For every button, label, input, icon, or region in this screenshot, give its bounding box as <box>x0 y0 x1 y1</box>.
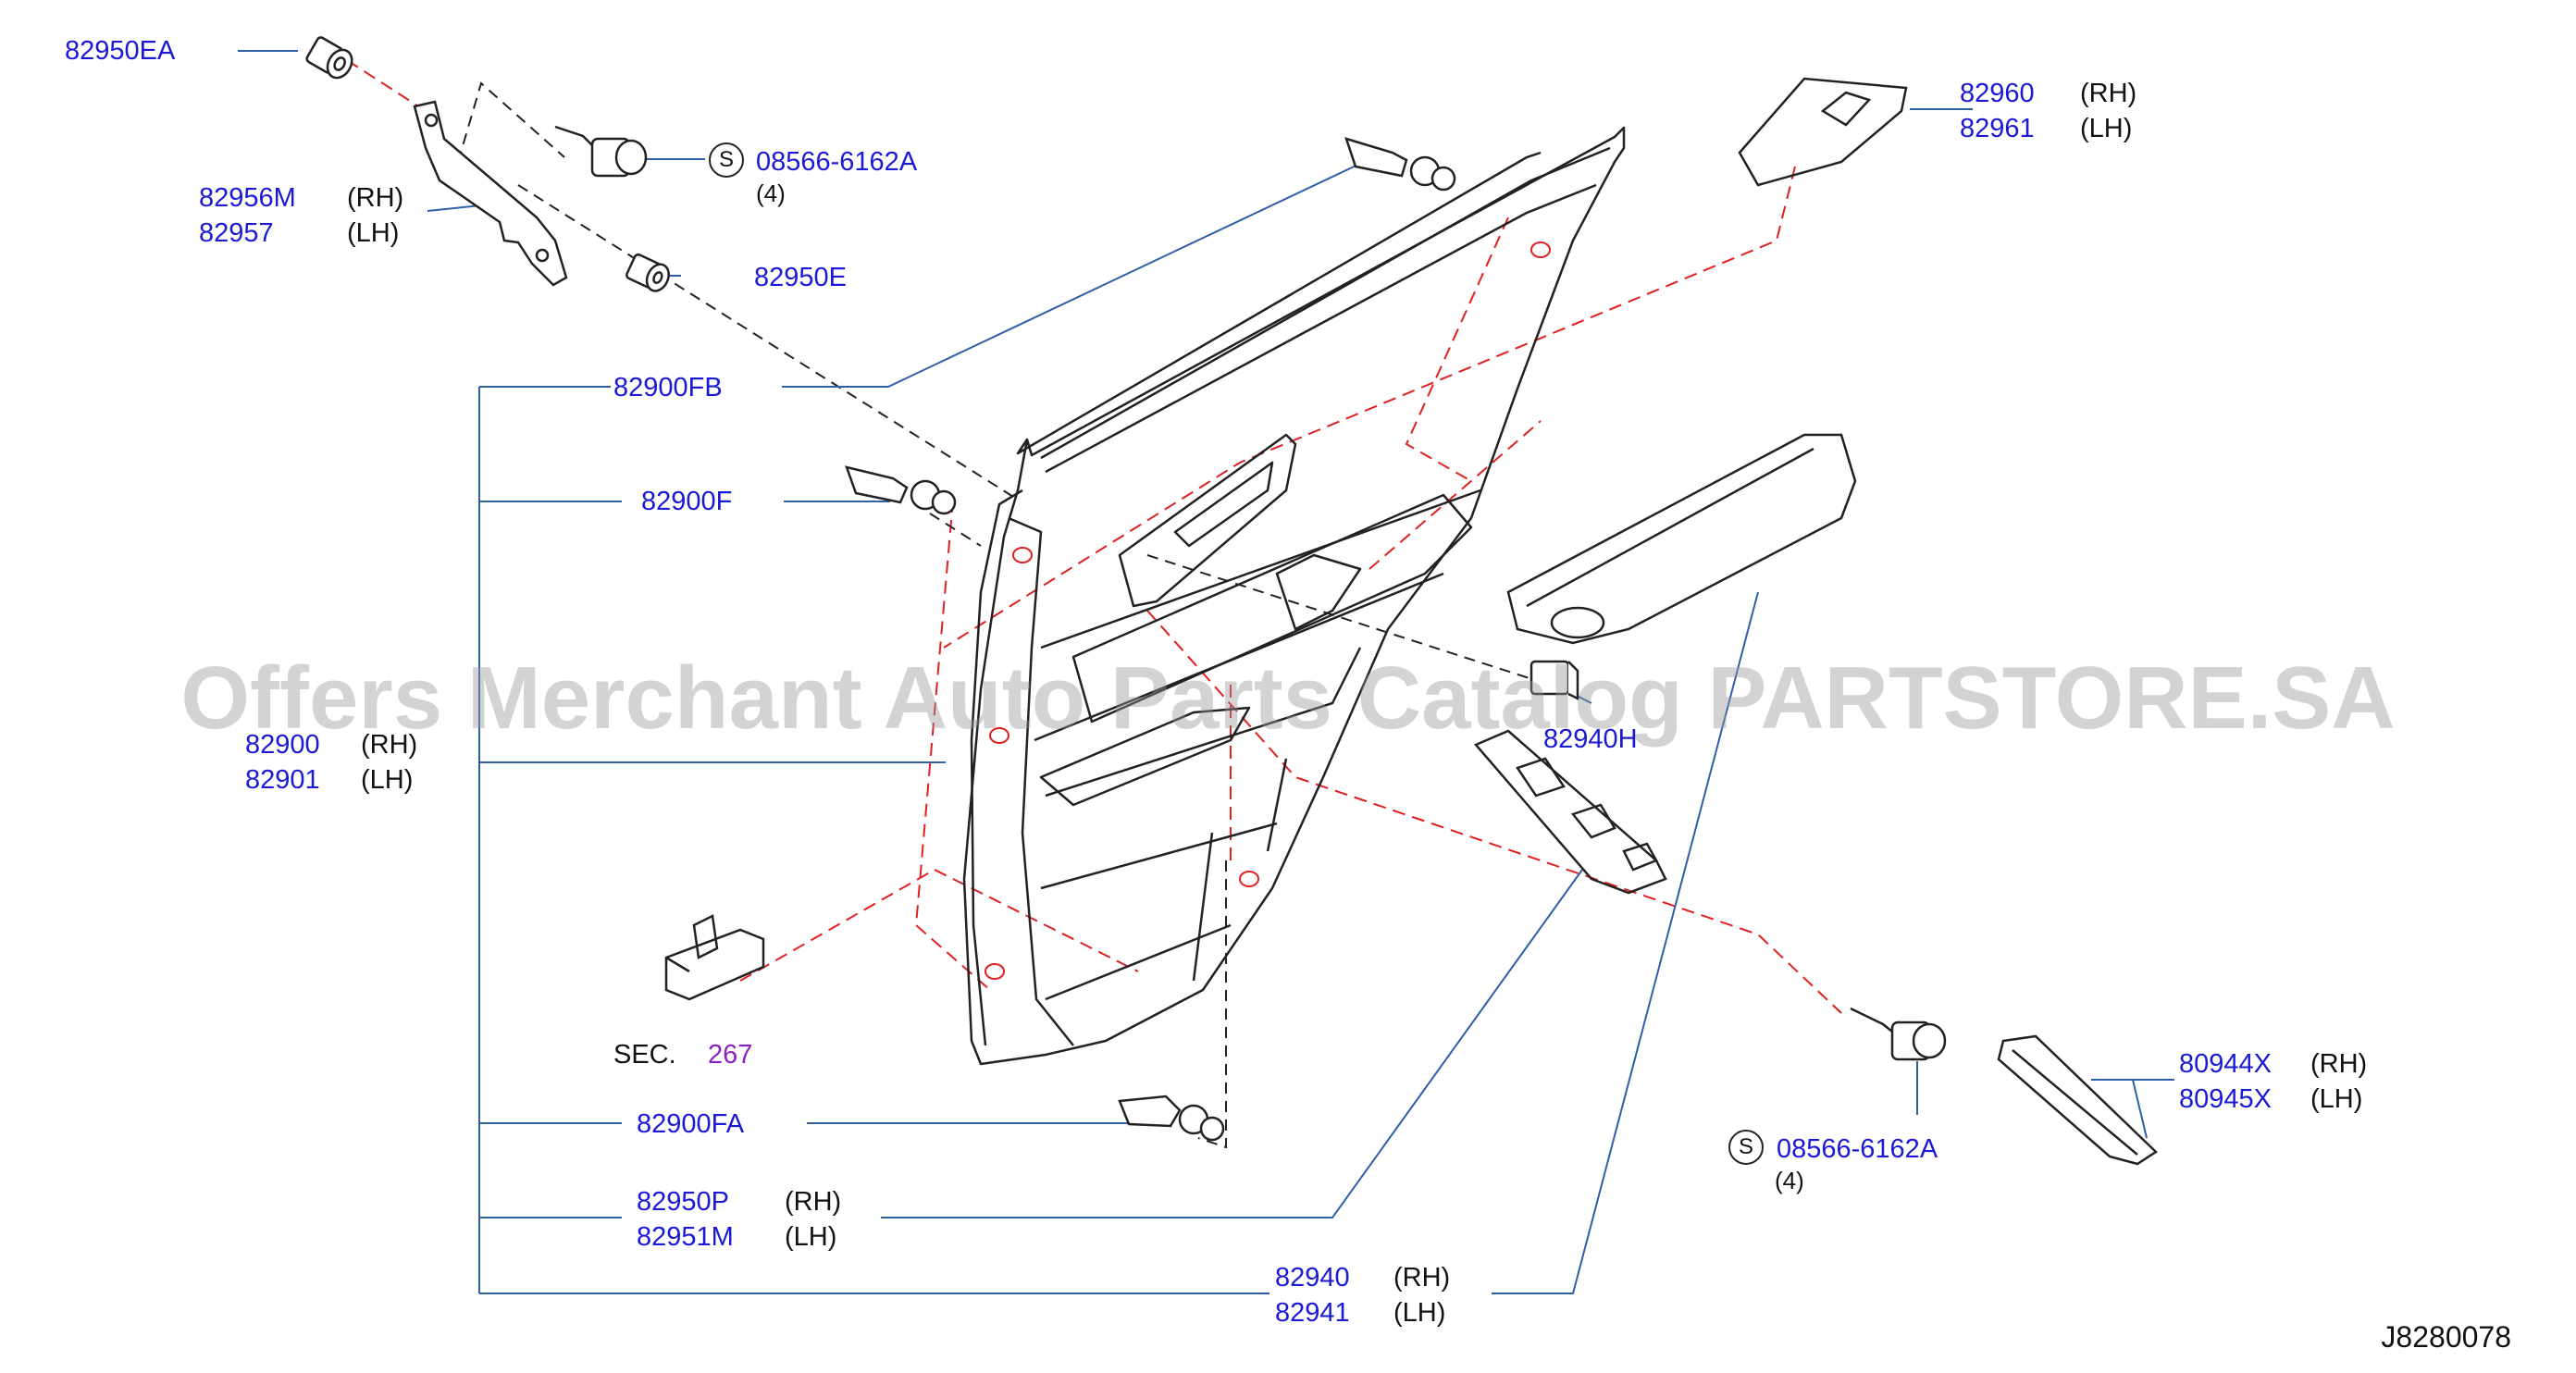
callout-82940[interactable]: 82940 <box>1275 1263 1350 1293</box>
clip-82950EA <box>305 36 353 80</box>
side-rh: (RH) <box>2310 1049 2368 1079</box>
side-lh: (LH) <box>2310 1084 2363 1114</box>
callout-08566-6162A-top[interactable]: 08566-6162A <box>756 147 918 177</box>
switch-82960 <box>1738 77 1908 187</box>
door-trim-panel <box>962 126 1626 1066</box>
callout-82956M[interactable]: 82956M <box>199 183 296 213</box>
callout-80945X[interactable]: 80945X <box>2179 1084 2272 1114</box>
bracket-82956M <box>413 100 568 287</box>
callout-82961[interactable]: 82961 <box>1960 114 2035 143</box>
callout-82957[interactable]: 82957 <box>199 218 274 248</box>
callout-82941[interactable]: 82941 <box>1275 1298 1350 1328</box>
side-lh: (LH) <box>785 1222 837 1252</box>
side-lh: (LH) <box>347 218 400 248</box>
side-lh: (LH) <box>1393 1298 1446 1328</box>
section-ref-267[interactable]: 267 <box>708 1040 753 1070</box>
diagram-code: J8280078 <box>2381 1320 2511 1354</box>
clip-82900F <box>845 465 957 515</box>
standard-part-s-icon: S <box>1728 1130 1764 1165</box>
callout-82951M[interactable]: 82951M <box>637 1222 734 1252</box>
callout-80944X[interactable]: 80944X <box>2179 1049 2272 1079</box>
callout-82900F[interactable]: 82900F <box>641 487 733 516</box>
panel-holes <box>985 241 1551 980</box>
fitment-dashed-lines <box>346 59 1842 1014</box>
clip-82950E <box>625 253 670 292</box>
leader-lines <box>238 50 2174 1294</box>
side-lh: (LH) <box>2080 114 2133 143</box>
armrest-82940 <box>1506 433 1857 645</box>
section-prefix: SEC. <box>613 1040 676 1070</box>
callout-82950EA[interactable]: 82950EA <box>65 36 176 66</box>
clips-fasteners <box>305 36 1947 1142</box>
clip-82900FB <box>1344 137 1456 192</box>
callout-82950P[interactable]: 82950P <box>637 1187 729 1217</box>
clip-82940H <box>1530 660 1579 701</box>
callout-qty-bottom: (4) <box>1775 1167 1804 1194</box>
clip-82900FA <box>1118 1095 1225 1142</box>
side-rh: (RH) <box>361 730 418 760</box>
callout-82950E[interactable]: 82950E <box>754 263 847 292</box>
callout-08566-6162A-bottom[interactable]: 08566-6162A <box>1777 1134 1938 1164</box>
side-rh: (RH) <box>785 1187 842 1217</box>
screw-bottom <box>1850 1007 1947 1061</box>
callout-82900FB[interactable]: 82900FB <box>613 373 723 402</box>
connector-sec267 <box>664 914 765 1001</box>
side-rh: (RH) <box>347 183 404 213</box>
garnish-80944X <box>1997 1034 2159 1166</box>
callout-qty-top: (4) <box>756 179 786 207</box>
callout-82900FA[interactable]: 82900FA <box>637 1109 745 1139</box>
callout-82940H[interactable]: 82940H <box>1543 724 1638 754</box>
callout-82900[interactable]: 82900 <box>245 730 320 760</box>
side-rh: (RH) <box>1393 1263 1451 1293</box>
standard-part-s-icon: S <box>709 142 744 178</box>
screw-top <box>554 125 648 178</box>
switch-panel-82950P <box>1473 729 1667 895</box>
side-lh: (LH) <box>361 765 414 795</box>
callout-82901[interactable]: 82901 <box>245 765 320 795</box>
side-rh: (RH) <box>2080 79 2137 108</box>
callout-82960[interactable]: 82960 <box>1960 79 2035 108</box>
